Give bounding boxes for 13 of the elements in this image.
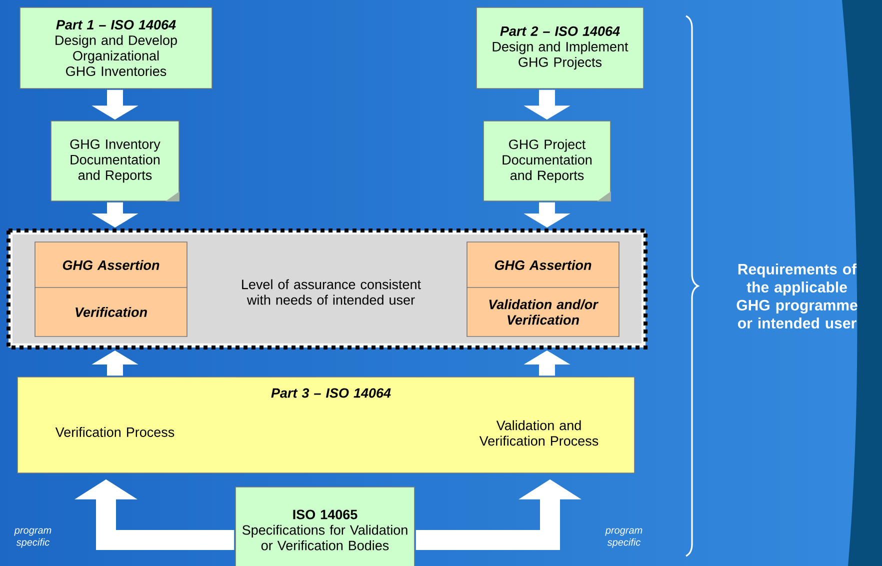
standard-box: Part 1 – ISO 14064 Design and Develop Organizational GHG Inventories (20, 7, 212, 89)
scope-label: program specific (605, 528, 642, 548)
standard-box: ISO 14065 Specifications for Validation or Verification Bodies (235, 486, 415, 566)
side-note: Requirements of the applicable GHG programme or intended user (736, 264, 858, 328)
process-box: Validation and/or Verification (466, 287, 620, 337)
process-box: GHG Assertion (466, 242, 620, 288)
document-box: GHG Inventory Documentation and Reports (50, 120, 180, 202)
process-box: GHG Assertion (34, 242, 188, 288)
scope-label: program specific (14, 528, 52, 548)
process-band: Part 3 – ISO 14064 Verification Process Validation and Verification Process (17, 376, 635, 474)
standard-box: Part 2 – ISO 14064 Design and Implement GHG Projects (476, 7, 644, 89)
document-box: GHG Project Documentation and Reports (483, 120, 611, 202)
process-box: Verification (34, 287, 188, 337)
